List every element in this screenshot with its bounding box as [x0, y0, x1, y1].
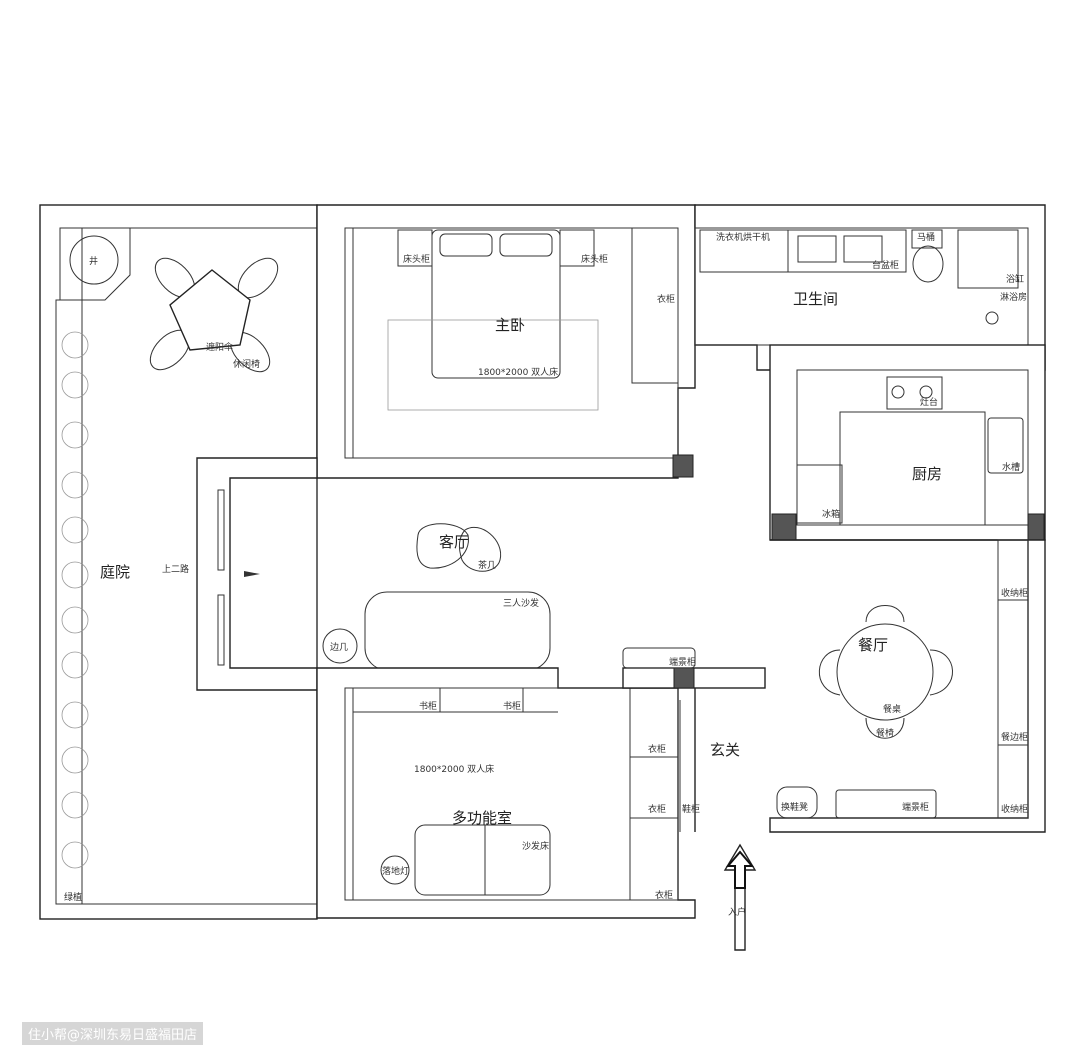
- label-nightstand: 床头柜: [403, 253, 430, 265]
- label-toilet: 马桶: [917, 231, 935, 243]
- label-storage: 收纳柜: [1001, 803, 1028, 815]
- label-storage: 收纳柜: [1001, 587, 1028, 599]
- entrance-arrow-icon: [725, 850, 755, 889]
- room-label-dining: 餐厅: [858, 636, 888, 654]
- bathroom: [694, 204, 1046, 371]
- label-well: 井: [89, 255, 98, 267]
- label-sofa-bed: 沙发床: [522, 840, 549, 852]
- label-floor-lamp: 落地灯: [382, 865, 409, 877]
- planter-plants: [61, 331, 89, 869]
- label-shoe-bench: 换鞋凳: [781, 801, 808, 813]
- living-furniture: [322, 523, 551, 671]
- room-label-courtyard: 庭院: [100, 563, 130, 581]
- label-shower: 淋浴房: [1000, 291, 1027, 303]
- label-fridge: 冰箱: [822, 508, 840, 520]
- label-upstairs: 上二路: [162, 563, 189, 575]
- label-washer-dryer: 洗衣机烘干机: [716, 231, 770, 243]
- label-tea-table: 茶几: [478, 559, 496, 571]
- label-wardrobe: 衣柜: [655, 889, 673, 901]
- label-console: 端景柜: [902, 801, 929, 813]
- label-dining-chair: 餐椅: [876, 727, 894, 739]
- room-label-kitchen: 厨房: [912, 465, 942, 483]
- label-master-bed: 1800*2000 双人床: [478, 366, 558, 378]
- label-wardrobe: 衣柜: [648, 803, 666, 815]
- label-bathtub: 浴缸: [1006, 273, 1024, 285]
- label-side-table: 边几: [330, 642, 348, 653]
- label-sideboard: 餐边柜: [1001, 731, 1028, 743]
- multi-room: [316, 667, 696, 919]
- label-sink: 水槽: [1002, 461, 1020, 473]
- room-label-master-bedroom: 主卧: [495, 316, 525, 334]
- label-multi-bed: 1800*2000 双人床: [414, 763, 494, 775]
- dining: [769, 539, 1046, 833]
- label-wardrobe: 衣柜: [657, 293, 675, 305]
- label-planter: 绿植: [64, 891, 82, 903]
- room-label-living: 客厅: [439, 533, 469, 551]
- kitchen: [769, 344, 1046, 541]
- master-bedroom: [316, 204, 696, 479]
- room-label-bathroom: 卫生间: [793, 290, 838, 308]
- label-shoe-cabinet: 鞋柜: [682, 803, 700, 815]
- label-nightstand: 床头柜: [581, 253, 608, 265]
- label-vanity: 台盆柜: [872, 259, 899, 271]
- label-entrance: 入户: [728, 906, 746, 918]
- label-lounge-chair: 休闲椅: [233, 358, 260, 370]
- label-stove: 灶台: [920, 396, 938, 408]
- room-label-multi: 多功能室: [452, 809, 512, 827]
- label-bookcase: 书柜: [503, 700, 521, 712]
- label-wardrobe: 衣柜: [648, 743, 666, 755]
- label-sofa: 三人沙发: [503, 597, 539, 609]
- room-label-foyer: 玄关: [710, 741, 740, 759]
- label-bookcase: 书柜: [419, 700, 437, 712]
- parasol-set: [149, 257, 279, 373]
- label-parasol: 遮阳伞: [206, 341, 233, 353]
- label-dining-table: 餐桌: [883, 703, 901, 715]
- label-console: 端景柜: [669, 656, 696, 668]
- foyer: [622, 647, 766, 951]
- watermark: 住小帮@深圳东易日盛福田店: [22, 1022, 204, 1045]
